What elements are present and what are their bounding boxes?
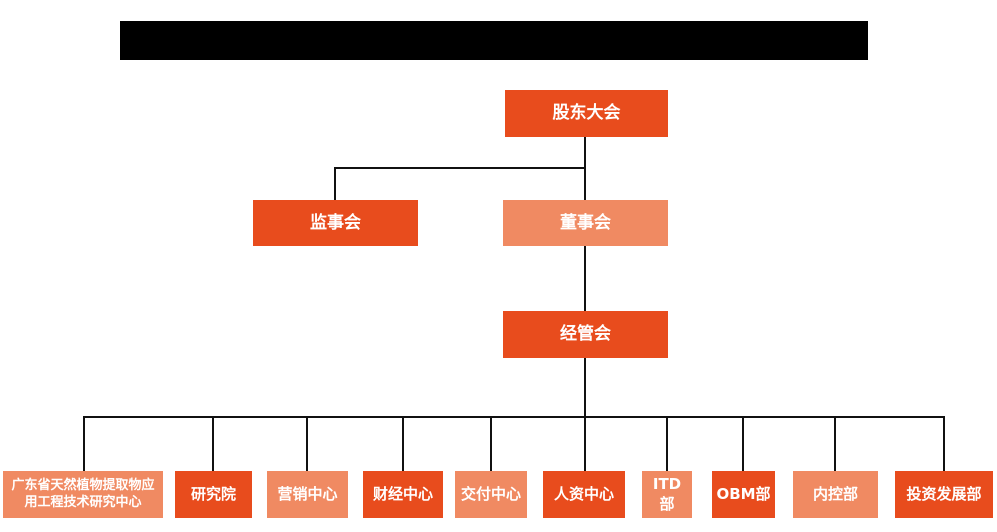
- connector-drop-obm-dept: [742, 416, 744, 471]
- connector-drop-hr-center: [584, 416, 586, 471]
- org-node-plant-extract-research-center: 广东省天然植物提取物应用工程技术研究中心: [3, 471, 163, 518]
- org-node-internal-control-department: 内控部: [793, 471, 878, 518]
- org-node-itd-department: ITD部: [642, 471, 692, 518]
- connector-drop-finance-center: [402, 416, 404, 471]
- connector-drop-research-center: [83, 416, 85, 471]
- connector-directors-to-management: [584, 246, 586, 311]
- org-node-management-committee: 经管会: [503, 311, 668, 358]
- connector-drop-investment-dev: [943, 416, 945, 471]
- connector-drop-research-institute: [212, 416, 214, 471]
- connector-management-down: [584, 358, 586, 418]
- redacted-title-bar: [120, 21, 868, 60]
- connector-drop-marketing-center: [306, 416, 308, 471]
- connector-drop-delivery-center: [490, 416, 492, 471]
- org-node-research-institute: 研究院: [175, 471, 252, 518]
- org-node-delivery-center: 交付中心: [455, 471, 527, 518]
- org-node-hr-center: 人资中心: [543, 471, 625, 518]
- org-node-obm-department: OBM部: [712, 471, 775, 518]
- org-node-marketing-center: 营销中心: [267, 471, 348, 518]
- connector-drop-internal-control: [834, 416, 836, 471]
- org-node-finance-center: 财经中心: [363, 471, 443, 518]
- connector-drop-itd-dept: [666, 416, 668, 471]
- org-node-investment-development-department: 投资发展部: [895, 471, 993, 518]
- org-node-shareholders-meeting: 股东大会: [505, 90, 668, 137]
- org-node-board-of-supervisors: 监事会: [253, 200, 418, 246]
- connector-departments-bus: [83, 416, 945, 418]
- org-node-board-of-directors: 董事会: [503, 200, 668, 246]
- connector-supervisors-branch: [334, 167, 586, 169]
- connector-supervisors-drop: [334, 167, 336, 200]
